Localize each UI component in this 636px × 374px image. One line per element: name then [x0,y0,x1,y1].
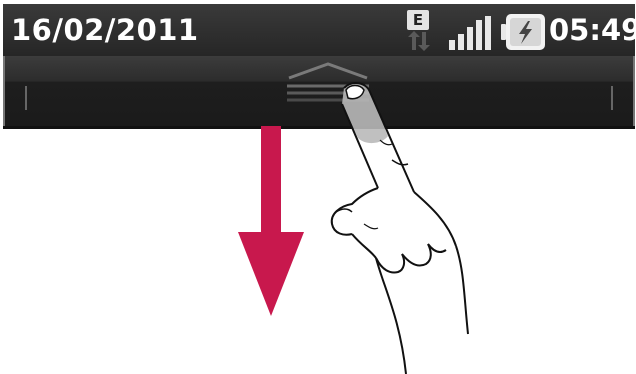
signal-strength-icon [447,16,497,50]
battery-charging-icon [501,12,547,52]
status-time: 05:49 [549,10,636,50]
down-arrow-icon [236,126,306,318]
handle-edge-mark [25,86,27,110]
status-bar[interactable]: 16/02/2011 E 05:49 [3,4,635,56]
data-transfer-icon: E [403,10,435,54]
handle-edge-mark [611,86,613,110]
status-date: 16/02/2011 [11,10,199,50]
swipe-down-hand-icon [318,74,518,374]
data-arrows-icon [403,10,435,54]
